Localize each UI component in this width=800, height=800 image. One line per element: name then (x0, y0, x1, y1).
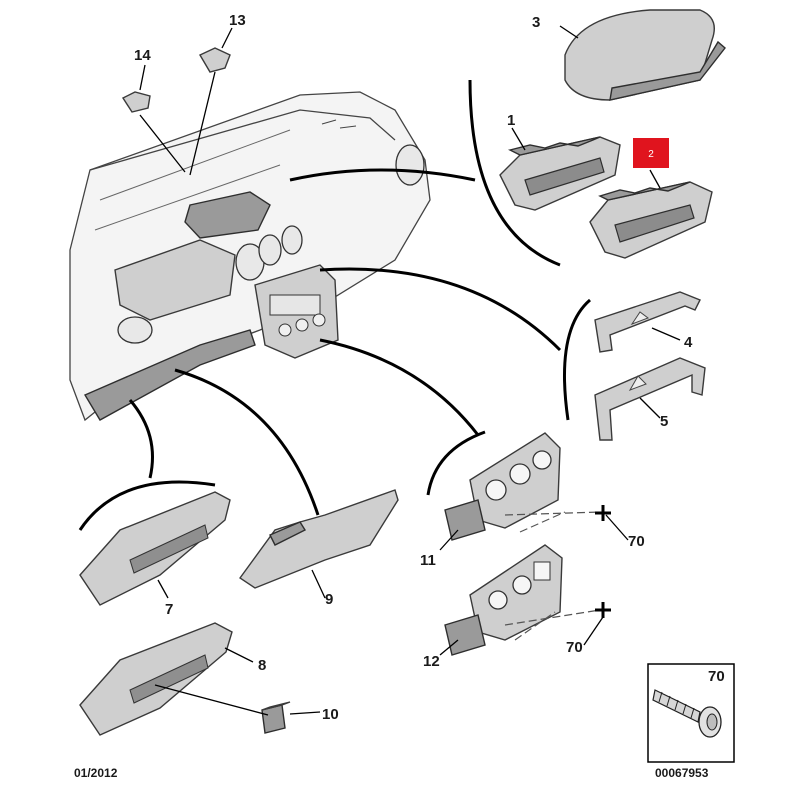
callout-7: 7 (165, 601, 173, 618)
part-12-panel (444, 544, 563, 656)
callout-10: 10 (322, 706, 339, 723)
detail-box-screw: 70 (647, 663, 735, 763)
part-5-frame (594, 357, 706, 441)
callout-4: 4 (684, 334, 693, 351)
detail-box-label: 70 (708, 668, 725, 685)
screw-position-markers (595, 505, 611, 618)
part-4-frame (594, 291, 701, 353)
callout-8: 8 (258, 657, 266, 674)
callout-2: 2 (648, 149, 654, 160)
plus-marker (595, 602, 611, 618)
part-14-clip (121, 91, 151, 113)
screw-icon (652, 689, 722, 738)
footer-date: 01/2012 (74, 766, 118, 780)
callout-70-upper: 70 (628, 533, 645, 550)
callout-70-lower: 70 (566, 639, 583, 656)
callout-1: 1 (507, 112, 515, 129)
part-9-trim (239, 489, 399, 589)
dashboard-assembly (69, 91, 431, 422)
part-1-vent-trim (499, 136, 621, 211)
part-11-panel (444, 432, 561, 541)
part-7-lower-panel (79, 491, 231, 606)
leader-lines (139, 25, 681, 716)
part-8-lower-panel (79, 622, 233, 736)
callout-9: 9 (325, 591, 333, 608)
callout-5: 5 (660, 413, 668, 430)
part-2-vent-trim (589, 181, 713, 259)
callout-11: 11 (420, 552, 436, 569)
part-3-cover (564, 9, 726, 101)
part-10-switch (261, 701, 291, 734)
callout-12: 12 (423, 653, 440, 670)
highlight-tag (633, 138, 669, 168)
callout-13: 13 (229, 12, 246, 29)
callout-3: 3 (532, 14, 540, 31)
callout-14: 14 (134, 47, 151, 64)
plus-marker (595, 505, 611, 521)
part-13-clip (199, 47, 231, 73)
connector-arcs (78, 79, 591, 531)
footer-reference-number: 00067953 (655, 766, 709, 780)
